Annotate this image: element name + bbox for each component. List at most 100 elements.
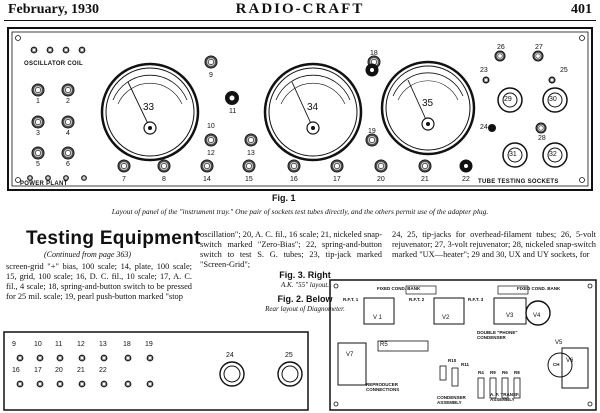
rft3-label: R.F.T. 3 — [468, 297, 484, 302]
article-column-2: oscillation"; 20, A. C. fil., 16 scale; … — [200, 230, 382, 270]
double-phone-condenser: DOUBLE "PHONE" CONDENSER — [477, 330, 518, 340]
jack-number: 15 — [245, 176, 253, 183]
r10-label: R10 — [448, 358, 457, 363]
header-rule — [4, 20, 596, 21]
v1-label: V 1 — [373, 315, 383, 321]
jack-number: 13 — [247, 150, 255, 157]
meter-33 — [100, 62, 200, 162]
r8-label: R8 — [514, 370, 520, 375]
bottom-jacks — [117, 159, 432, 173]
jack-number: 10 — [34, 341, 42, 348]
jack-number: 14 — [203, 176, 211, 183]
jack-number: 31 — [509, 151, 517, 158]
jack-number: 23 — [480, 67, 488, 74]
jack-number: 27 — [535, 44, 543, 51]
left-binding-posts — [31, 83, 75, 160]
jack-number: 5 — [36, 161, 40, 168]
article-column-1: screen-grid "+" bias, 100 scale; 14, pla… — [6, 262, 192, 302]
jack-number: 19 — [145, 341, 153, 348]
jack-number: 13 — [99, 341, 107, 348]
fig2-title: Fig. 2. Below — [277, 294, 333, 304]
jack-number: 16 — [12, 367, 20, 374]
jack-number: 28 — [538, 135, 546, 142]
jack-number: 9 — [209, 72, 213, 79]
jack-number: 6 — [66, 161, 70, 168]
v2-label: V2 — [442, 315, 450, 321]
page-number: 401 — [571, 2, 592, 17]
jack-number: 2 — [66, 98, 70, 105]
magazine-title: RADIO-CRAFT — [235, 1, 365, 17]
continued-note: (Continued from page 363) — [44, 250, 132, 259]
fig3-panel-illustration — [3, 331, 309, 411]
jack-number: 32 — [549, 151, 557, 158]
jack-number: 21 — [77, 367, 85, 374]
fig1-title: Fig. 1 — [272, 193, 296, 203]
reproducer-connections: REPRODUCER CONNECTIONS — [366, 382, 400, 392]
fig1-caption: Layout of panel of the "instrument tray.… — [111, 207, 489, 216]
v6-label: V6 — [566, 358, 574, 364]
fig3-title: Fig. 3. Right — [279, 270, 331, 280]
af-transf-assembly: A. F. TRANSF. ASSEMBLY — [490, 392, 520, 402]
jack-number: 11 — [55, 341, 63, 348]
tube-sockets — [488, 87, 568, 168]
jack-number: 19 — [368, 128, 376, 135]
condenser-assembly: CONDENSER ASSEMBLY — [437, 395, 466, 405]
meter-number: 34 — [307, 102, 319, 113]
r11-label: R11 — [461, 362, 470, 367]
jack-number: 1 — [36, 98, 40, 105]
jack-number: 12 — [77, 341, 85, 348]
jack-number: 4 — [66, 130, 70, 137]
fig3-subtitle: A.K. "55" layout. — [280, 281, 330, 289]
figure-captions: Fig. 3. Right A.K. "55" layout. Fig. 2. … — [230, 270, 380, 314]
instrument-panel-illustration — [7, 27, 593, 191]
jack-number: 17 — [333, 176, 341, 183]
jack-number: 26 — [497, 44, 505, 51]
fig2-rear-layout — [329, 279, 597, 411]
ch-label: CH — [553, 362, 560, 367]
jack-number: 8 — [162, 176, 166, 183]
rft2-label: R.F.T. 2 — [409, 297, 425, 302]
meter-35 — [380, 60, 476, 156]
jack-number: 20 — [377, 176, 385, 183]
jack-number: 12 — [207, 150, 215, 157]
meter-number: 35 — [422, 98, 434, 109]
v5-label: V5 — [555, 340, 563, 346]
jack-number: 20 — [55, 367, 63, 374]
jack-number: 30 — [549, 96, 557, 103]
power-plant-label: POWER PLANT — [20, 181, 68, 187]
tube-testing-sockets-label: TUBE TESTING SOCKETS — [478, 179, 559, 185]
jack-number: 17 — [34, 367, 42, 374]
meter-34 — [263, 62, 363, 162]
jack-number: 9 — [12, 341, 16, 348]
jack-number: 22 — [99, 367, 107, 374]
jack-number: 24 — [480, 124, 488, 131]
jack-number: 29 — [504, 96, 512, 103]
fixed-cond-bank-2: FIXED COND. BANK — [517, 286, 561, 291]
jack-number: 16 — [290, 176, 298, 183]
big-jack-number: 25 — [285, 352, 293, 359]
rft1-label: R.F.T. 1 — [343, 297, 359, 302]
jack-number: 7 — [122, 176, 126, 183]
jack-number: 11 — [229, 108, 237, 115]
v7-label: V7 — [346, 352, 354, 358]
jack-number: 10 — [207, 123, 215, 130]
jack-number: 18 — [370, 50, 378, 57]
meter-number: 33 — [143, 102, 155, 113]
jack-number: 3 — [36, 130, 40, 137]
article-title: Testing Equipment — [26, 228, 201, 249]
big-jack-number: 24 — [226, 352, 234, 359]
oscillator-coil-label: OSCILLATOR COIL — [24, 61, 83, 67]
right-jacks — [482, 50, 556, 134]
page-header: February, 1930 RADIO-CRAFT 401 — [0, 0, 600, 21]
jack-number: 21 — [421, 176, 429, 183]
v4-label: V4 — [533, 313, 541, 319]
oscillator-coil-jacks — [30, 46, 86, 54]
r5-label: R5 — [380, 342, 388, 348]
jack-number: 18 — [123, 341, 131, 348]
fig2-subtitle: Rear layout of Diagnometer. — [265, 305, 345, 313]
r9-label: R9 — [490, 370, 496, 375]
jack-number: 25 — [560, 67, 568, 74]
r6-label: R6 — [502, 370, 508, 375]
fixed-cond-bank: FIXED COND. BANK — [377, 286, 421, 291]
r4-label: R4 — [478, 370, 484, 375]
